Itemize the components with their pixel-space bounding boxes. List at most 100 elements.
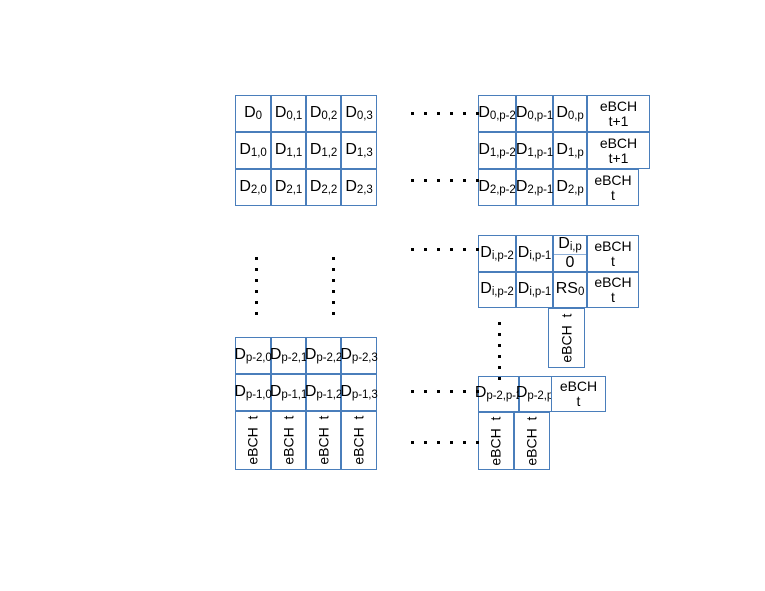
- cell-d-0-2: D0,2: [306, 95, 341, 132]
- cell-d-0-0: D0: [235, 95, 271, 132]
- cell-subscript: 2,p-2: [489, 183, 516, 196]
- cell-d-1-0: D1,0: [235, 132, 271, 169]
- ebch-word: eBCH: [244, 427, 261, 466]
- cell-subscript: 2,0: [250, 183, 267, 196]
- cell-subscript: 1,0: [250, 146, 267, 159]
- ebch-word: eBCH: [487, 428, 504, 466]
- cell-subscript: i,p-2: [491, 286, 514, 299]
- cell-subscript: 0,p: [567, 109, 584, 122]
- cell-subscript: p-2,3: [351, 351, 378, 364]
- ebch-word: eBCH: [599, 134, 638, 151]
- ebch-word: eBCH: [558, 325, 575, 363]
- cell-d-2-0: D2,0: [235, 169, 271, 206]
- ebch-order: t: [611, 186, 615, 203]
- ebch-word: eBCH: [315, 427, 332, 466]
- cell-d-1-p: D1,p: [553, 132, 587, 169]
- cell-d-2-pm2: D2,p-2: [478, 169, 516, 206]
- cell-subscript: p-1,2: [316, 388, 343, 401]
- cell-ebch-t-vertical-br-1: eBCH t: [514, 412, 550, 470]
- cell-ebch-t-vertical-bl-3: eBCH t: [341, 411, 377, 470]
- ebch-order: t: [611, 289, 615, 305]
- ebch-word: eBCH: [350, 427, 367, 466]
- vertical-ellipsis-left: [255, 253, 258, 319]
- cell-subscript: p-2,2: [316, 351, 343, 364]
- cell-d-i-p: Di,p: [554, 235, 586, 255]
- cell-subscript: 2,1: [286, 183, 303, 196]
- ebch-word: eBCH: [280, 427, 297, 466]
- cell-subscript: 1,2: [321, 146, 338, 159]
- cell-ebch-t-vertical-bl-0: eBCH t: [235, 411, 271, 470]
- cell-d-1-pm2: D1,p-2: [478, 132, 516, 169]
- cell-d-pm1-1: Dp-1,1: [270, 374, 308, 411]
- ebch-word: eBCH: [594, 237, 632, 254]
- cell-d-2-1: D2,1: [271, 169, 306, 206]
- ebch-order: t: [280, 415, 297, 420]
- cell-subscript: 0: [577, 286, 585, 299]
- cell-d-pm2-3: Dp-2,3: [340, 337, 378, 374]
- cell-d-i-pm1-row1: Di,p-1: [516, 272, 553, 308]
- cell-subscript: 0,1: [286, 109, 303, 122]
- cell-subscript: p-2,1: [281, 351, 308, 364]
- cell-d-pm1-0: Dp-1,0: [234, 374, 272, 411]
- cell-d-0-p: D0,p: [553, 95, 587, 132]
- ebch-order: t: [315, 415, 332, 420]
- cell-subscript: p-1,0: [245, 388, 272, 401]
- cell-subscript: 2,p: [567, 183, 584, 196]
- cell-subscript: 2,2: [321, 183, 338, 196]
- cell-subscript: i,p: [569, 241, 582, 254]
- cell-d-1-2: D1,2: [306, 132, 341, 169]
- cell-subscript: 2,3: [356, 183, 373, 196]
- ebch-order: t: [244, 415, 261, 420]
- ebch-order: t: [523, 416, 540, 421]
- cell-d-1-3: D1,3: [341, 132, 377, 169]
- cell-d-i-p-over-zero: Di,p 0: [553, 235, 587, 272]
- ebch-order: t: [611, 252, 615, 269]
- cell-d-i-pm1-row0: Di,p-1: [516, 235, 553, 272]
- cell-subscript: p-2,p-2: [486, 390, 523, 403]
- cell-d-pm2-2: Dp-2,2: [305, 337, 343, 374]
- horizontal-ellipsis-middle: [406, 248, 484, 251]
- cell-d-1-pm1: D1,p-1: [516, 132, 553, 169]
- cell-d-0-pm2: D0,p-2: [478, 95, 516, 132]
- ebch-word: eBCH: [599, 97, 638, 114]
- ebch-order: t+1: [608, 149, 629, 166]
- cell-ebch-t-vertical-bl-2: eBCH t: [306, 411, 341, 470]
- cell-subscript: 0,p-2: [489, 109, 516, 122]
- cell-subscript: 2,p-1: [527, 183, 554, 196]
- cell-d-0-pm1: D0,p-1: [516, 95, 553, 132]
- cell-subscript: 1,3: [356, 146, 373, 159]
- cell-ebch-t-vertical-bl-1: eBCH t: [271, 411, 306, 470]
- cell-subscript: i,p-1: [529, 286, 552, 299]
- cell-rs0: RS0: [553, 272, 587, 308]
- ebch-order: t: [350, 415, 367, 420]
- cell-d-2-3: D2,3: [341, 169, 377, 206]
- cell-subscript: 0: [255, 109, 262, 122]
- cell-d-2-p: D2,p: [553, 169, 587, 206]
- horizontal-ellipsis-bottom: [406, 441, 484, 444]
- cell-d-0-3: D0,3: [341, 95, 377, 132]
- cell-subscript: i,p-2: [491, 249, 514, 262]
- cell-subscript: p-1,1: [281, 388, 308, 401]
- cell-subscript: 1,p: [567, 146, 584, 159]
- cell-subscript: i,p-1: [529, 249, 552, 262]
- ebch-order: t: [558, 313, 575, 318]
- cell-d-1-1: D1,1: [271, 132, 306, 169]
- ebch-order: t: [576, 393, 581, 409]
- cell-subscript: p-2,0: [245, 351, 272, 364]
- ebch-word: eBCH: [594, 171, 632, 188]
- cell-d-i-pm2-row1: Di,p-2: [478, 272, 516, 308]
- cell-subscript: 0,p-1: [527, 109, 554, 122]
- ebch-word: eBCH: [594, 274, 632, 291]
- cell-d-pm2-0: Dp-2,0: [234, 337, 272, 374]
- cell-d-pm1-2: Dp-1,2: [305, 374, 343, 411]
- ebch-order: t+1: [608, 112, 629, 129]
- vertical-ellipsis-right: [498, 318, 501, 384]
- ebch-order: t: [487, 416, 504, 421]
- horizontal-ellipsis-upper-mid: [406, 179, 484, 182]
